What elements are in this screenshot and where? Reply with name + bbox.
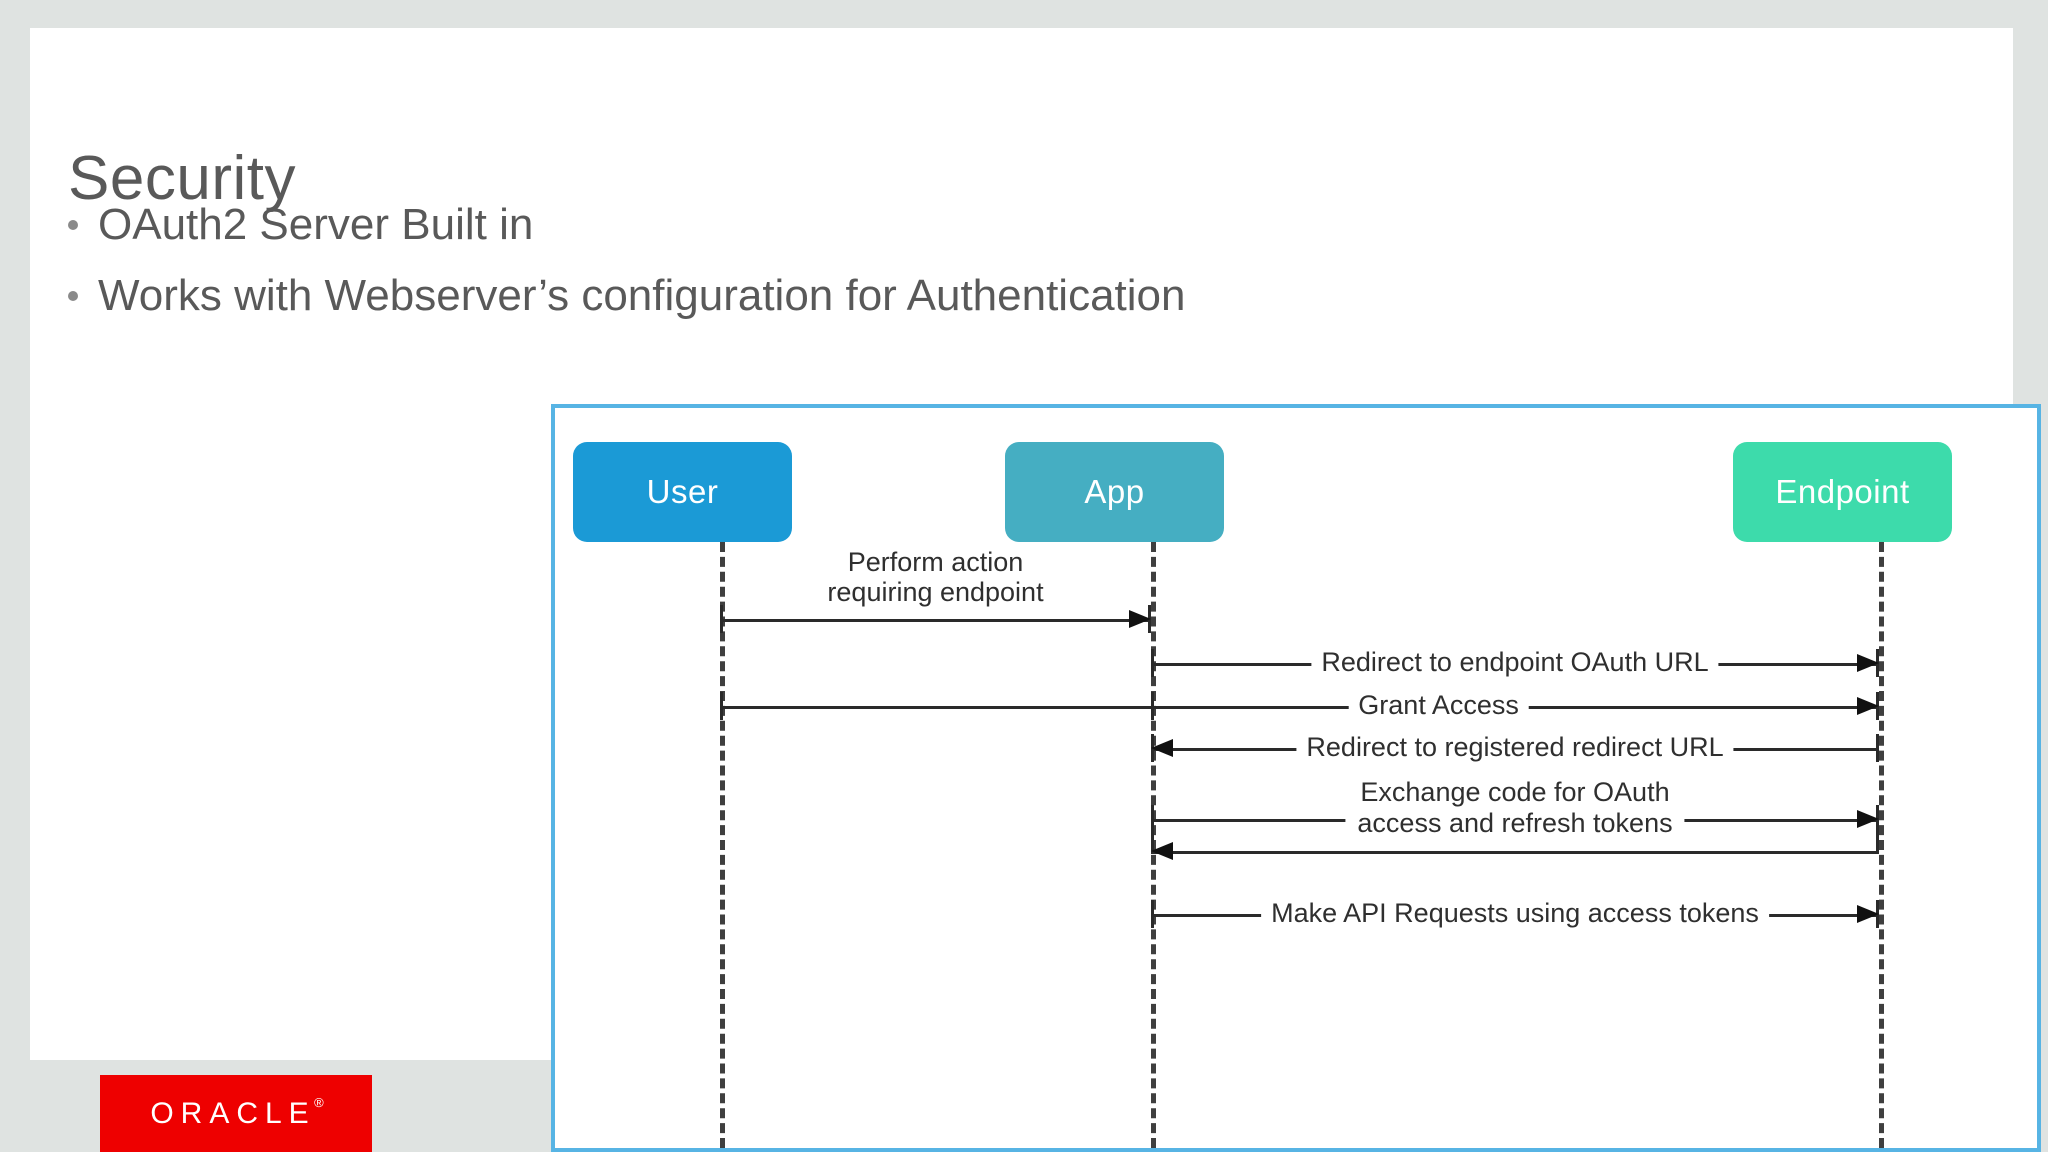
sequence-diagram-panel: User App Endpoint Perform action requiri… bbox=[551, 404, 2041, 1152]
bullet-text: OAuth2 Server Built in bbox=[98, 200, 534, 249]
message-label: Grant Access bbox=[1348, 690, 1529, 721]
message-waypoint-tick-app bbox=[1151, 692, 1154, 720]
arrowhead-right-icon bbox=[1129, 610, 1151, 628]
lifeline-endpoint bbox=[1879, 542, 1884, 1148]
registered-trademark-icon: ® bbox=[314, 1094, 324, 1110]
bullet-dot-icon bbox=[68, 220, 78, 230]
arrowhead-right-icon bbox=[1857, 810, 1879, 828]
arrowhead-left-icon bbox=[1151, 739, 1173, 757]
actor-label-user: User bbox=[646, 473, 719, 510]
message-label: Redirect to endpoint OAuth URL bbox=[1311, 647, 1719, 678]
page-title: Security bbox=[68, 143, 296, 213]
message-target-tick bbox=[1876, 805, 1879, 851]
message-label: Make API Requests using access tokens bbox=[1261, 898, 1769, 929]
actor-box-user: User bbox=[573, 442, 792, 542]
arrowhead-right-icon bbox=[1857, 654, 1879, 672]
message-origin-tick bbox=[720, 692, 723, 720]
list-item: Works with Webserver’s configuration for… bbox=[68, 271, 1568, 320]
message-label-line2: access and refresh tokens bbox=[1357, 808, 1673, 839]
message-label-line1: Exchange code for OAuth bbox=[1360, 777, 1670, 807]
actor-box-app: App bbox=[1005, 442, 1224, 542]
message-label: Redirect to registered redirect URL bbox=[1296, 732, 1734, 763]
actor-label-endpoint: Endpoint bbox=[1775, 473, 1910, 510]
message-origin-tick bbox=[1151, 649, 1154, 677]
arrowhead-left-icon bbox=[1151, 842, 1173, 860]
lifeline-user bbox=[720, 542, 725, 1148]
message-line bbox=[720, 619, 1151, 622]
message-origin-tick bbox=[1151, 805, 1154, 851]
oracle-logo-wordmark: ORACLE bbox=[150, 1096, 316, 1130]
message-origin-tick bbox=[1151, 900, 1154, 928]
message-origin-tick bbox=[1876, 734, 1879, 762]
bullet-list: OAuth2 Server Built in Works with Webser… bbox=[68, 200, 1568, 343]
message-origin-tick bbox=[720, 605, 723, 633]
bullet-text: Works with Webserver’s configuration for… bbox=[98, 271, 1186, 321]
actor-box-endpoint: Endpoint bbox=[1733, 442, 1952, 542]
message-line bbox=[720, 706, 1879, 709]
bullet-dot-icon bbox=[68, 291, 78, 302]
list-item: OAuth2 Server Built in bbox=[68, 200, 1568, 249]
message-line-inbound bbox=[1151, 851, 1879, 854]
oracle-logo-text: ORACLE ® bbox=[150, 1094, 324, 1131]
actor-label-app: App bbox=[1084, 473, 1145, 510]
message-label: Exchange code for OAuth access and refre… bbox=[1345, 777, 1685, 840]
arrowhead-right-icon bbox=[1857, 697, 1879, 715]
message-label-line2: requiring endpoint bbox=[827, 577, 1044, 608]
oracle-logo: ORACLE ® bbox=[100, 1075, 372, 1152]
message-label: Perform action requiring endpoint bbox=[817, 547, 1054, 608]
message-label-line1: Perform action bbox=[847, 547, 1024, 577]
arrowhead-right-icon bbox=[1857, 905, 1879, 923]
sequence-diagram-canvas: User App Endpoint Perform action requiri… bbox=[555, 408, 2037, 1148]
